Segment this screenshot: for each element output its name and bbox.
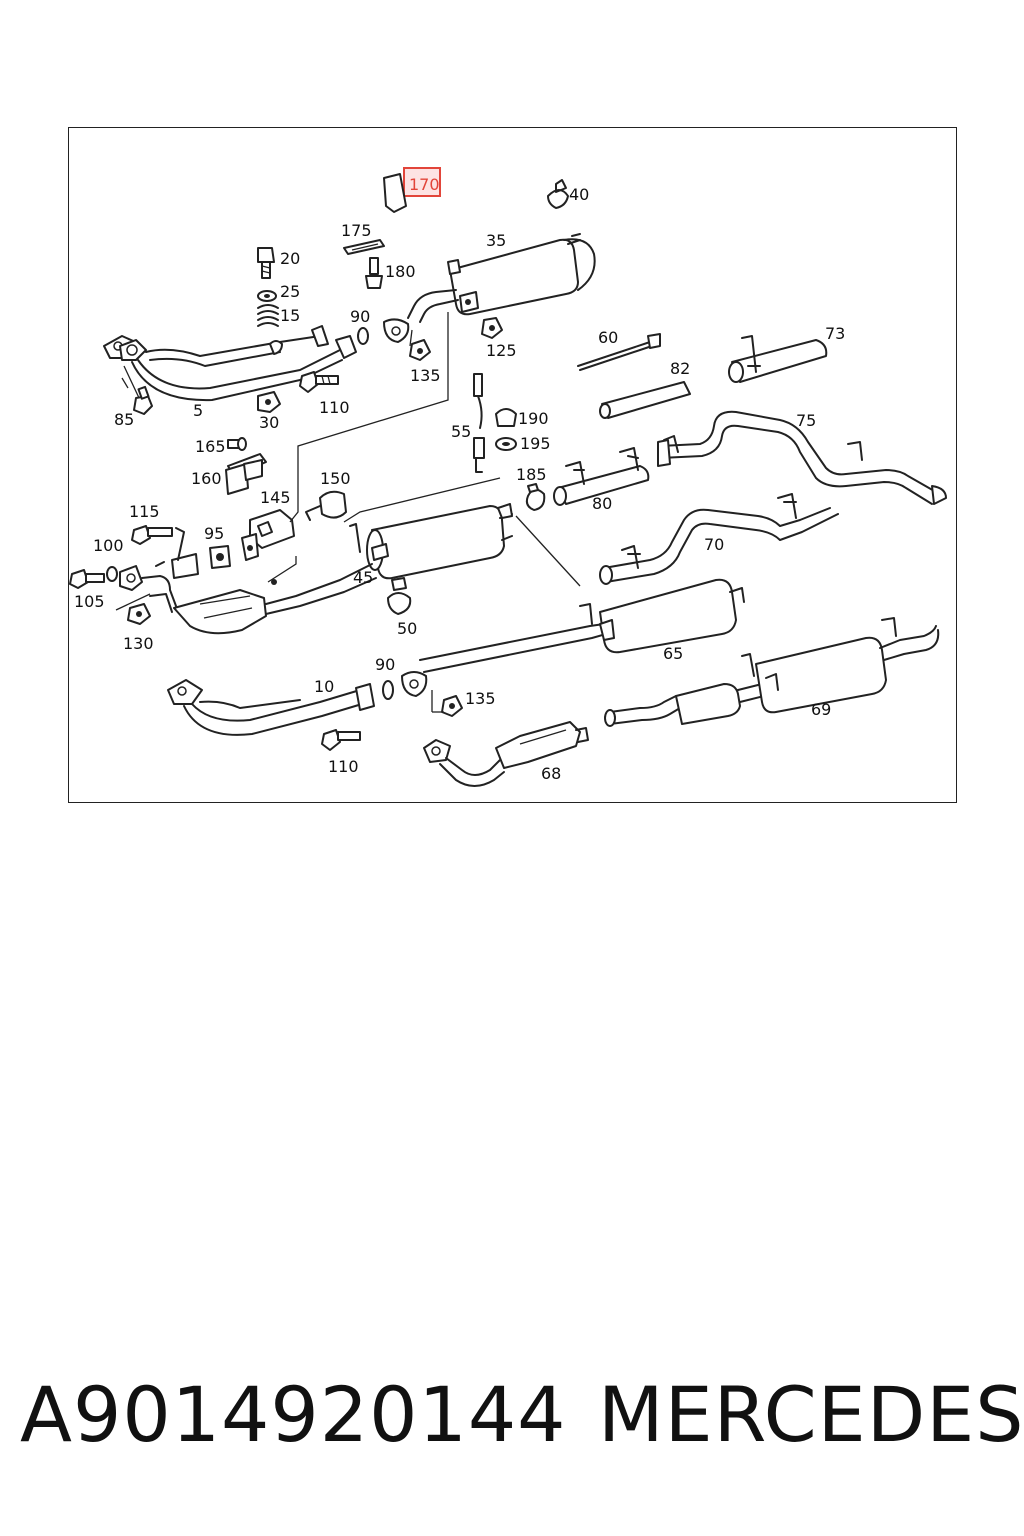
part-number: A9014920144 — [20, 1370, 567, 1459]
leader-lines — [121, 312, 581, 587]
part-165-bolt[interactable] — [227, 437, 247, 451]
label-82: 82 — [670, 359, 690, 378]
part-55-oxygen-sensor[interactable] — [473, 373, 485, 473]
part-135-nut-top[interactable] — [409, 339, 431, 361]
label-15: 15 — [280, 306, 300, 325]
part-35-muffler[interactable] — [407, 233, 596, 323]
part-160-bracket[interactable] — [225, 453, 267, 495]
part-20-bolt[interactable] — [257, 247, 275, 279]
label-170: 170 — [409, 175, 440, 194]
part-190-plug[interactable] — [495, 408, 517, 427]
label-110-top: 110 — [319, 398, 350, 417]
catalytic-converter-assembly[interactable] — [119, 527, 377, 635]
part-195-washer[interactable] — [495, 437, 517, 451]
label-20: 20 — [280, 249, 300, 268]
label-45: 45 — [353, 568, 373, 587]
part-73-pipe[interactable] — [728, 335, 828, 383]
part-175-strip[interactable] — [343, 239, 385, 255]
label-65: 65 — [663, 644, 683, 663]
label-40: 40 — [569, 185, 589, 204]
part-75-tail-pipe[interactable] — [657, 410, 947, 505]
part-115-bolt[interactable] — [131, 525, 173, 545]
flange-bottom[interactable] — [401, 671, 428, 697]
label-135-bottom: 135 — [465, 689, 496, 708]
part-82-pipe[interactable] — [599, 381, 691, 419]
label-185: 185 — [516, 465, 547, 484]
label-195: 195 — [520, 434, 551, 453]
label-105: 105 — [74, 592, 105, 611]
label-110-bottom: 110 — [328, 757, 359, 776]
part-5-front-pipe[interactable] — [103, 325, 357, 402]
part-80-pipe[interactable] — [553, 447, 650, 506]
part-110-bolt-top[interactable] — [299, 371, 339, 393]
part-60-cable-tie[interactable] — [577, 333, 661, 371]
label-68: 68 — [541, 764, 561, 783]
brand-name: MERCEDES — [598, 1370, 1024, 1459]
label-5: 5 — [193, 401, 203, 420]
caption: A9014920144 MERCEDES — [0, 1370, 1024, 1470]
part-50-clamp[interactable] — [387, 577, 412, 615]
part-135-nut-bottom[interactable] — [431, 690, 463, 717]
part-10-front-pipe[interactable] — [167, 679, 375, 736]
part-90-gasket-top[interactable] — [357, 327, 369, 345]
part-65-muffler[interactable] — [419, 578, 745, 673]
part-110-bolt-bottom[interactable] — [321, 729, 361, 751]
label-145: 145 — [260, 488, 291, 507]
part-105-bolt[interactable] — [69, 569, 105, 589]
part-95-gasket[interactable] — [209, 545, 231, 569]
part-45-front-muffler[interactable] — [349, 503, 513, 580]
label-90-bottom: 90 — [375, 655, 395, 674]
label-60: 60 — [598, 328, 618, 347]
part-125-nut[interactable] — [481, 317, 503, 339]
part-30-nut[interactable] — [257, 391, 281, 413]
label-115: 115 — [129, 502, 160, 521]
label-160: 160 — [191, 469, 222, 488]
exhaust-parts-diagram: 170 40 175 35 20 180 25 15 90 125 135 60… — [69, 167, 947, 787]
part-180-bolt[interactable] — [365, 257, 383, 289]
label-35: 35 — [486, 231, 506, 250]
part-185-clamp[interactable] — [525, 483, 546, 511]
part-25-washer[interactable] — [257, 290, 277, 302]
part-85-bolt[interactable] — [133, 385, 153, 415]
part-100-washer[interactable] — [106, 566, 118, 582]
part-145-mount[interactable] — [241, 509, 295, 561]
label-50: 50 — [397, 619, 417, 638]
label-69: 69 — [811, 700, 831, 719]
label-165: 165 — [195, 437, 226, 456]
label-90-top: 90 — [350, 307, 370, 326]
label-150: 150 — [320, 469, 351, 488]
part-70-tail-pipe[interactable] — [599, 493, 839, 585]
flange-top[interactable] — [383, 318, 410, 343]
label-125: 125 — [486, 341, 517, 360]
label-70: 70 — [704, 535, 724, 554]
highlight-box — [403, 167, 441, 197]
label-190: 190 — [518, 409, 549, 428]
label-85: 85 — [114, 410, 134, 429]
label-10: 10 — [314, 677, 334, 696]
label-180: 180 — [385, 262, 416, 281]
label-30: 30 — [259, 413, 279, 432]
part-68-catalytic-converter[interactable] — [423, 721, 589, 787]
label-135-top: 135 — [410, 366, 441, 385]
label-175: 175 — [341, 221, 372, 240]
label-95: 95 — [204, 524, 224, 543]
label-75: 75 — [796, 411, 816, 430]
label-25: 25 — [280, 282, 300, 301]
label-130: 130 — [123, 634, 154, 653]
part-15-spring[interactable] — [257, 304, 279, 327]
part-69-rear-section[interactable] — [604, 617, 940, 727]
label-55: 55 — [451, 422, 471, 441]
part-170-rubber-hanger[interactable] — [383, 173, 407, 213]
part-40-clamp[interactable] — [547, 179, 569, 209]
label-80: 80 — [592, 494, 612, 513]
part-90-gasket-bottom[interactable] — [382, 680, 394, 700]
part-130-nut[interactable] — [115, 593, 151, 625]
part-150-damper[interactable] — [305, 490, 347, 521]
label-73: 73 — [825, 324, 845, 343]
label-100: 100 — [93, 536, 124, 555]
